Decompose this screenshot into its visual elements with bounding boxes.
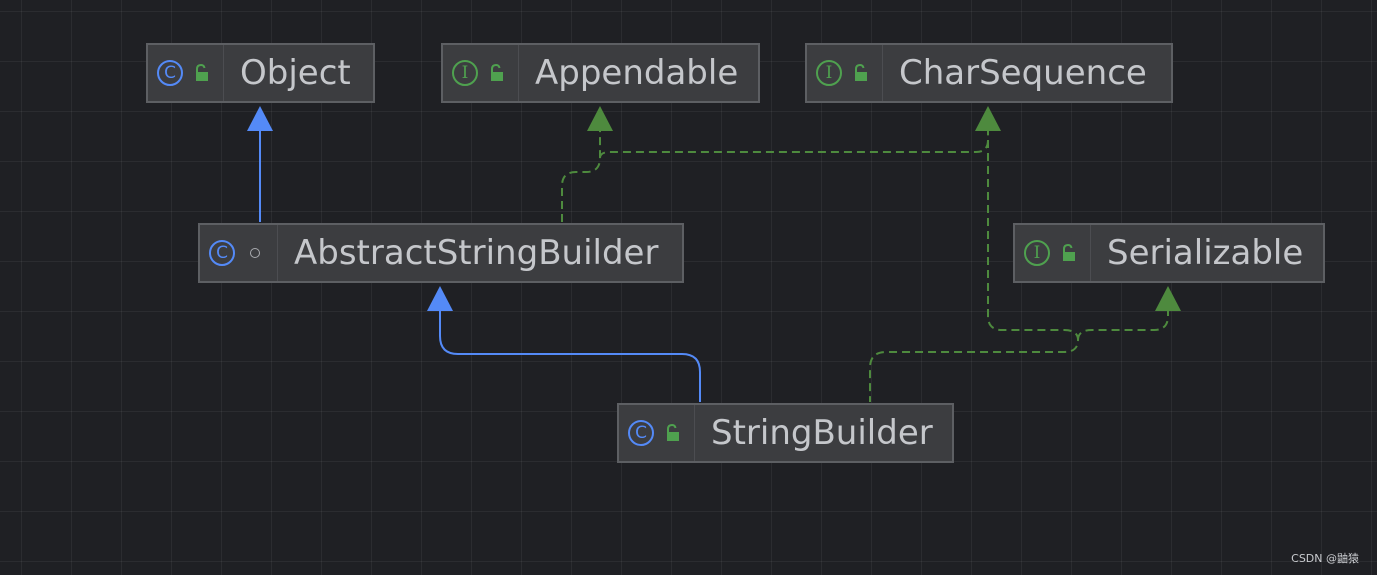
node-abstractstringbuilder-icons: C — [200, 225, 278, 281]
node-charsequence-name: CharSequence — [899, 53, 1147, 93]
node-object[interactable]: C Object — [146, 43, 375, 103]
node-charsequence-icons: I — [807, 45, 883, 101]
arrowhead-abstractstringbuilder — [427, 286, 453, 311]
node-abstractstringbuilder[interactable]: C AbstractStringBuilder — [198, 223, 684, 283]
public-lock-icon — [196, 63, 208, 81]
edge-abstractstringbuilder-implements-appendable — [561, 128, 601, 222]
package-private-icon — [250, 248, 260, 258]
arrowhead-charsequence — [975, 106, 1001, 131]
node-charsequence[interactable]: I CharSequence — [805, 43, 1173, 103]
node-stringbuilder-name: StringBuilder — [711, 413, 933, 453]
arrowhead-object — [247, 106, 273, 131]
arrowhead-serializable — [1155, 286, 1181, 311]
class-icon: C — [209, 240, 235, 266]
node-serializable[interactable]: I Serializable — [1013, 223, 1325, 283]
edge-stringbuilder-implements-serializable — [1077, 308, 1169, 341]
interface-icon: I — [816, 60, 842, 86]
node-appendable[interactable]: I Appendable — [441, 43, 760, 103]
arrowhead-appendable — [587, 106, 613, 131]
public-lock-icon — [667, 423, 679, 441]
node-object-name: Object — [240, 53, 351, 93]
node-object-icons: C — [148, 45, 224, 101]
edge-stringbuilder-extends-abstractstringbuilder — [439, 308, 701, 402]
public-lock-icon — [1063, 243, 1075, 261]
node-serializable-name: Serializable — [1107, 233, 1304, 273]
node-appendable-icons: I — [443, 45, 519, 101]
node-serializable-icons: I — [1015, 225, 1091, 281]
interface-icon: I — [1024, 240, 1050, 266]
node-abstractstringbuilder-name: AbstractStringBuilder — [294, 233, 659, 273]
class-icon: C — [628, 420, 654, 446]
public-lock-icon — [855, 63, 867, 81]
watermark: CSDN @鼬猿 — [1291, 552, 1359, 565]
node-stringbuilder-icons: C — [619, 405, 695, 461]
class-icon: C — [157, 60, 183, 86]
node-stringbuilder[interactable]: C StringBuilder — [617, 403, 954, 463]
node-appendable-name: Appendable — [535, 53, 739, 93]
edge-abstractstringbuilder-implements-charsequence — [599, 128, 989, 159]
public-lock-icon — [491, 63, 503, 81]
interface-icon: I — [452, 60, 478, 86]
